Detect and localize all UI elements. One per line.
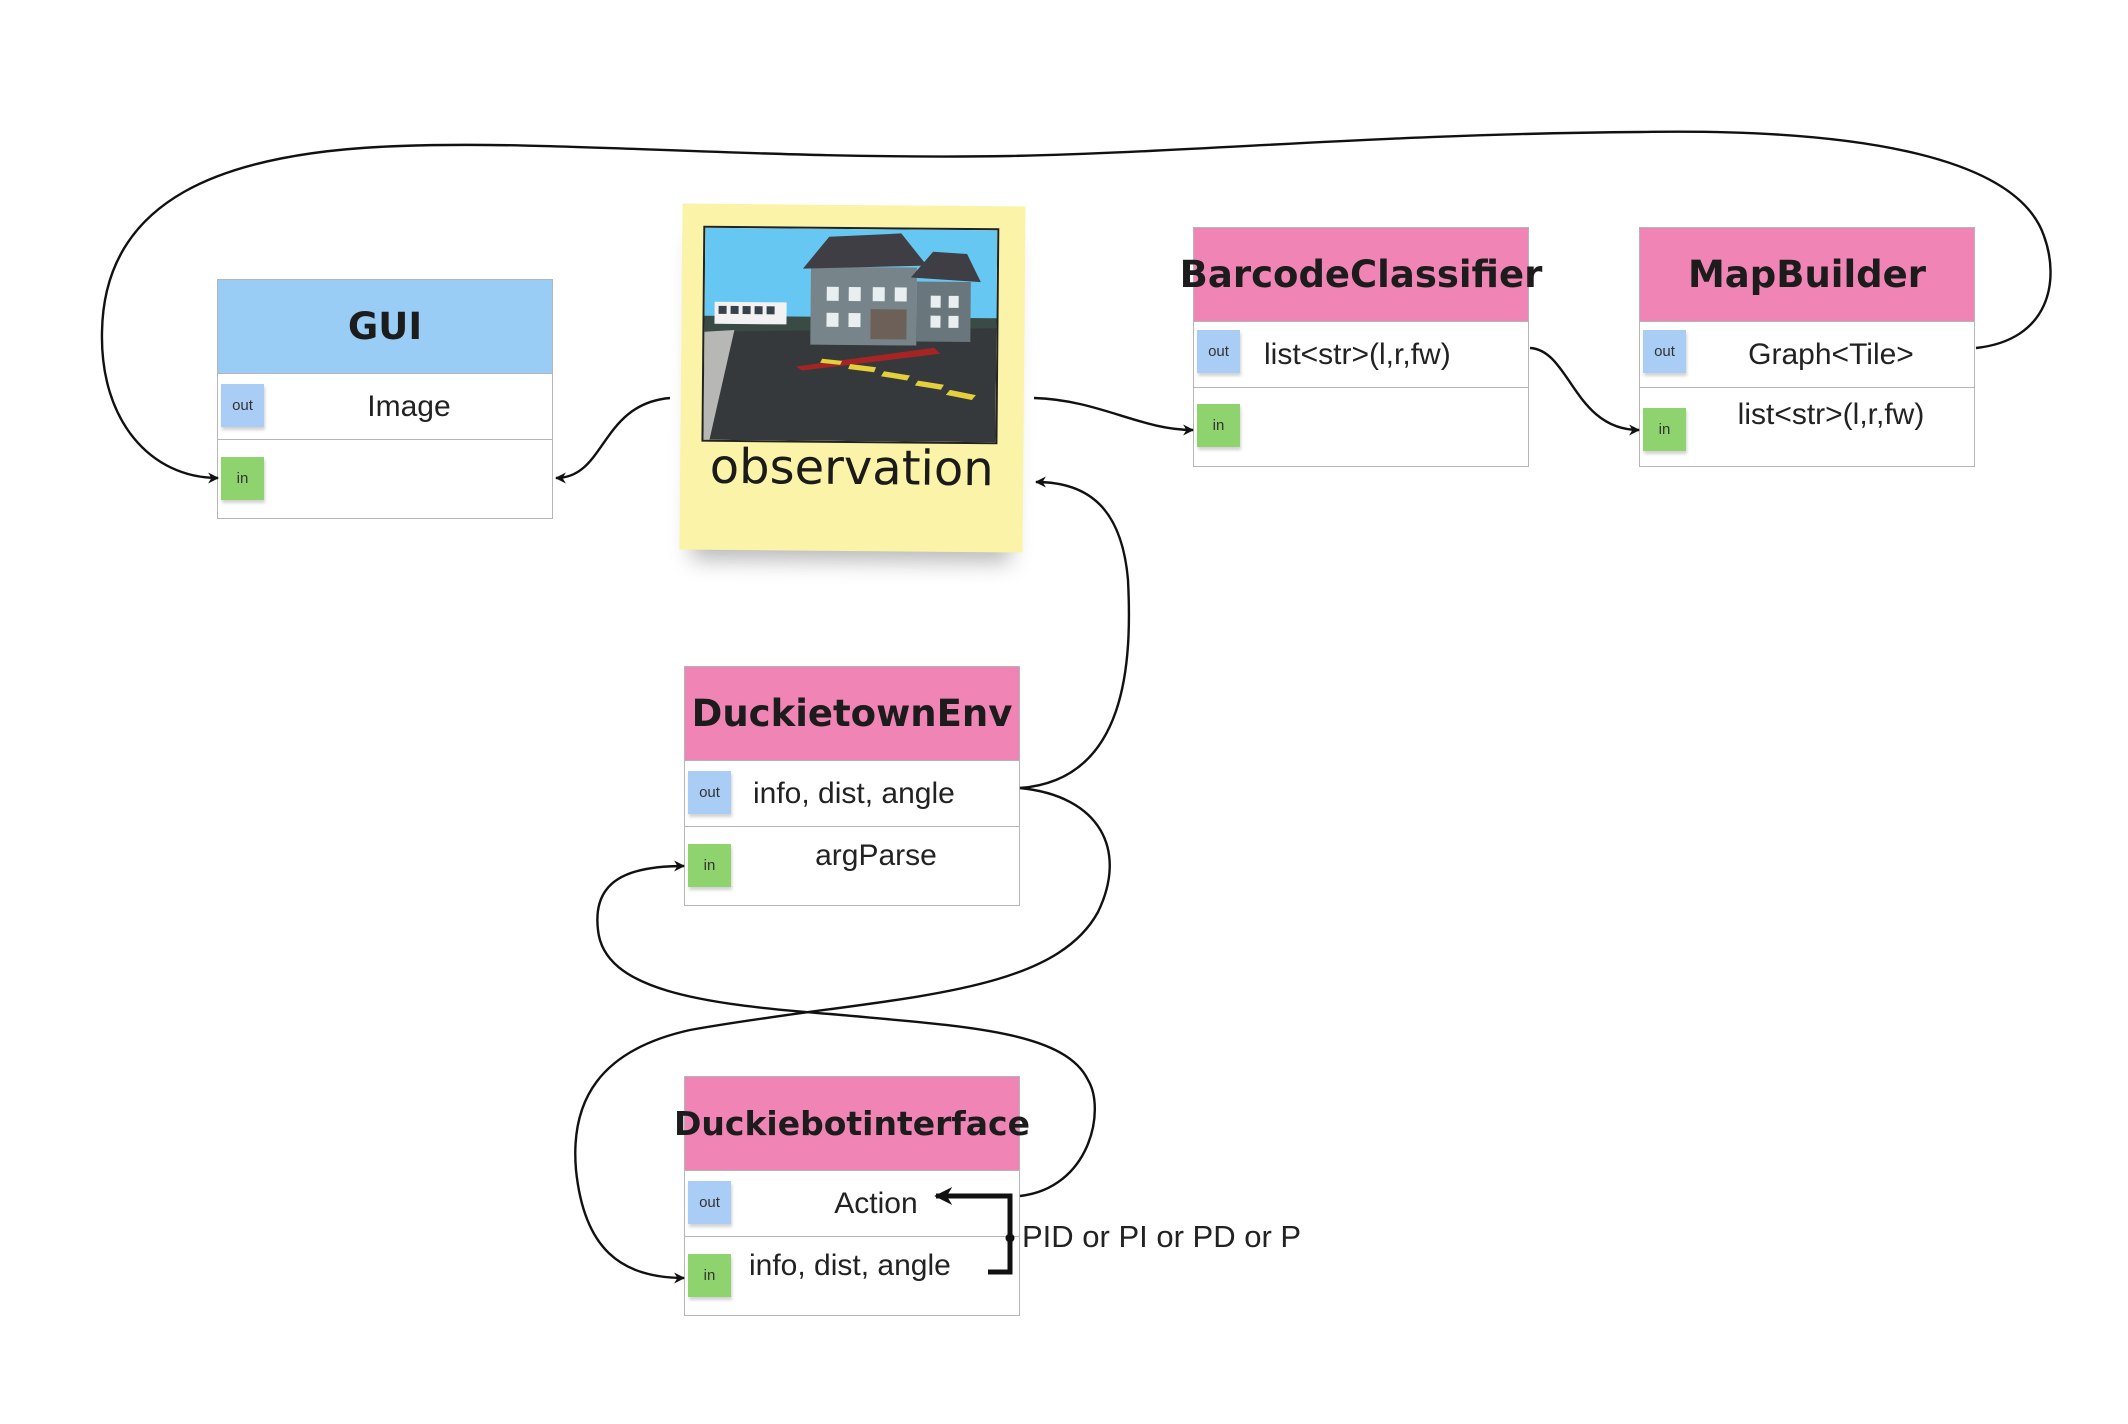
duckietown-env-node[interactable]: DuckietownEnv out info, dist, angle in a…: [684, 666, 1020, 906]
duckiebot-interface-title: Duckiebotinterface: [674, 1077, 1030, 1171]
env-out-value: info, dist, angle: [753, 776, 955, 810]
barcode-in-row: in: [1194, 388, 1528, 466]
mapbuilder-in-value: list<str>(l,r,fw): [1737, 398, 1925, 431]
bot-in-port[interactable]: in: [688, 1254, 731, 1297]
barcode-out-port[interactable]: out: [1197, 330, 1240, 373]
mapbuilder-in-row: in list<str>(l,r,fw): [1640, 388, 1974, 466]
edge-env-to-observation: [1019, 476, 1131, 790]
map-builder-title: MapBuilder: [1640, 228, 1974, 322]
observation-image: [701, 225, 1000, 445]
edge-env-to-bot: [574, 786, 1111, 1284]
bot-out-port[interactable]: out: [688, 1181, 731, 1224]
gui-out-row: out Image: [218, 374, 552, 440]
edge-barcode-to-mapbuilder: [1529, 346, 1641, 436]
edge-controller-feedback: [934, 1187, 1013, 1275]
env-out-port[interactable]: out: [688, 771, 731, 814]
controller-junction: [1005, 1233, 1015, 1243]
controller-label: PID or PI or PD or P: [1022, 1219, 1302, 1254]
mapbuilder-out-port[interactable]: out: [1643, 330, 1686, 373]
edge-observation-to-barcode: [1033, 396, 1195, 436]
gui-node[interactable]: GUI out Image in: [217, 279, 553, 519]
gui-out-value: Image: [367, 389, 451, 423]
gui-in-row: in: [218, 440, 552, 518]
street-scene-image: [703, 227, 998, 443]
observation-note[interactable]: observation: [679, 203, 1026, 553]
mapbuilder-out-value: Graph<Tile>: [1748, 337, 1914, 371]
bot-out-row: out Action: [685, 1171, 1019, 1237]
gui-node-title: GUI: [218, 280, 552, 374]
edge-observation-to-gui: [554, 396, 671, 484]
env-in-value: argParse: [815, 839, 937, 872]
bot-in-value: info, dist, angle: [749, 1249, 951, 1282]
barcode-out-value: list<str>(l,r,fw): [1264, 337, 1451, 371]
bot-out-value: Action: [834, 1186, 918, 1220]
bot-in-row: in info, dist, angle: [685, 1237, 1019, 1315]
env-out-row: out info, dist, angle: [685, 761, 1019, 827]
barcode-classifier-title: BarcodeClassifier: [1180, 228, 1542, 322]
barcode-classifier-node[interactable]: BarcodeClassifier out list<str>(l,r,fw) …: [1180, 227, 1542, 467]
env-in-row: in argParse: [685, 827, 1019, 905]
barcode-in-port[interactable]: in: [1197, 404, 1240, 447]
mapbuilder-in-port[interactable]: in: [1643, 408, 1686, 451]
mapbuilder-out-row: out Graph<Tile>: [1640, 322, 1974, 388]
env-in-port[interactable]: in: [688, 844, 731, 887]
duckietown-env-title: DuckietownEnv: [685, 667, 1019, 761]
map-builder-node[interactable]: MapBuilder out Graph<Tile> in list<str>(…: [1639, 227, 1975, 467]
gui-out-port[interactable]: out: [221, 384, 264, 427]
edge-mapbuilder-to-gui: [100, 130, 2052, 484]
barcode-out-row: out list<str>(l,r,fw): [1194, 322, 1528, 388]
edge-bot-to-env: [596, 860, 1096, 1198]
duckiebot-interface-node[interactable]: Duckiebotinterface out Action in info, d…: [674, 1076, 1030, 1316]
gui-in-port[interactable]: in: [221, 457, 264, 500]
